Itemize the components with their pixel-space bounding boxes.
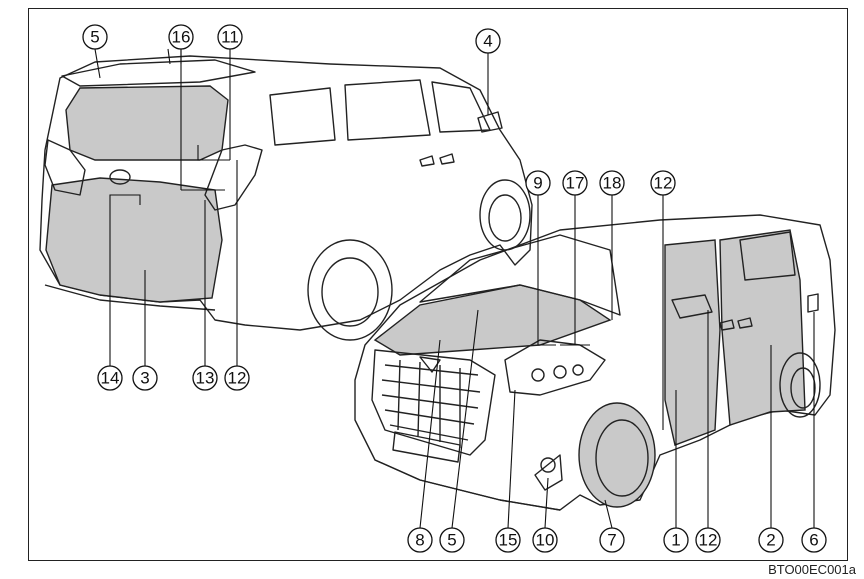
callout-label: 8 [415,531,424,550]
callout-15: 15 [495,527,521,553]
callout-17: 17 [562,170,588,196]
rear-view-vehicle [39,55,533,341]
callout-label: 10 [536,531,555,550]
callout-label: 14 [101,369,120,388]
callout-14: 14 [97,365,123,391]
callout-label: 12 [654,174,673,193]
document-code: BTO00EC001a [768,562,856,577]
callout-label: 13 [196,369,215,388]
callout-16: 16 [168,24,194,50]
callout-label: 6 [809,531,818,550]
callout-5-bottom: 5 [439,527,465,553]
callout-label: 3 [140,369,149,388]
leader-lines [94,48,815,529]
callout-label: 5 [447,531,456,550]
callout-label: 11 [221,28,239,47]
callout-label: 18 [603,174,622,193]
callout-18: 18 [599,170,625,196]
callout-5-top: 5 [82,24,108,50]
callout-label: 17 [566,174,585,193]
callout-label: 5 [90,28,99,47]
callout-12-rear: 12 [224,365,250,391]
front-view-vehicle [354,214,836,511]
callout-label: 7 [607,531,616,550]
callout-3: 3 [132,365,158,391]
callout-13: 13 [192,365,218,391]
callout-12-bottom: 12 [695,527,721,553]
callout-1: 1 [663,527,689,553]
callout-9: 9 [525,170,551,196]
callout-label: 4 [483,32,492,51]
callout-8: 8 [407,527,433,553]
callout-7: 7 [599,527,625,553]
callout-label: 9 [533,174,542,193]
callout-label: 1 [671,531,680,550]
callout-label: 16 [172,28,191,47]
callout-2: 2 [758,527,784,553]
callout-12-top: 12 [650,170,676,196]
callout-4: 4 [475,28,501,54]
callout-6: 6 [801,527,827,553]
callout-label: 2 [766,531,775,550]
callout-label: 15 [499,531,518,550]
diagram-frame [28,8,848,561]
callout-label: 12 [228,369,247,388]
callout-10: 10 [532,527,558,553]
callout-label: 12 [699,531,718,550]
callout-11: 11 [217,24,243,50]
